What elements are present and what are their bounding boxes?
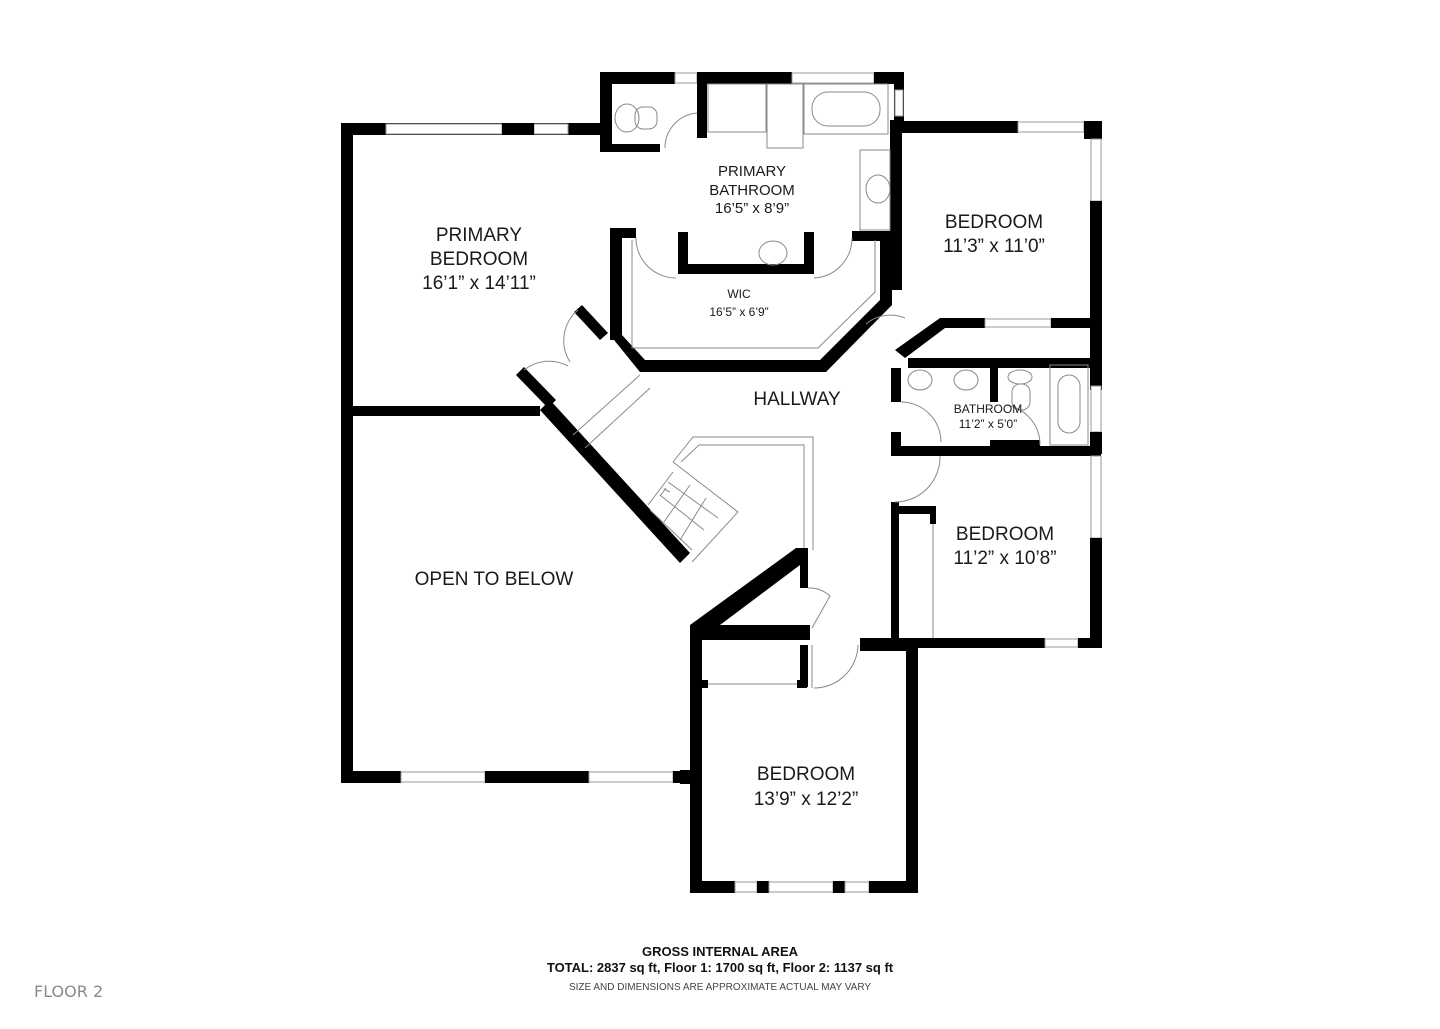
primary-bedroom-name-1: PRIMARY [436,225,523,246]
open-to-below-walls [341,771,693,783]
bedroom-s-walls [680,548,918,893]
bedroom-e-dims: 11’2” x 10’8” [953,548,1056,569]
hallway-name: HALLWAY [753,389,841,410]
wic-walls [610,228,892,372]
primary-bathroom-walls [600,72,904,290]
bedroom-s-dims: 13’9” x 12’2” [754,789,859,810]
gross-internal-area-total: TOTAL: 2837 sq ft, Floor 1: 1700 sq ft, … [546,960,894,975]
primary-bedroom-name-2: BEDROOM [430,249,528,270]
bedroom-e-name: BEDROOM [956,524,1054,545]
approximate-disclaimer: SIZE AND DIMENSIONS ARE APPROXIMATE ACTU… [568,982,872,993]
wic-name: WIC [727,287,751,301]
primary-bathroom-name-2: BATHROOM [709,182,795,199]
bedroom-e-walls [860,455,1102,648]
primary-bathroom-dims: 16’5” x 8’9” [715,200,789,217]
primary-bedroom-walls [341,123,606,783]
gross-internal-area-title: GROSS INTERNAL AREA [641,944,798,959]
bathroom-dims: 11’2” x 5’0” [959,417,1017,431]
bathroom-name: BATHROOM [954,402,1022,416]
bathroom-walls [891,350,1102,456]
floor-label: FLOOR 2 [34,982,104,1001]
primary-bedroom-dims: 16’1” x 14’11” [422,273,536,294]
open-to-below-name: OPEN TO BELOW [415,569,574,590]
wic-dims: 16’5” x 6’9” [709,305,768,319]
primary-bathroom-name-1: PRIMARY [718,163,786,180]
bedroom-s-name: BEDROOM [757,764,855,785]
bedroom-ne-dims: 11’3” x 11’0” [943,236,1045,257]
bedroom-ne-walls [865,121,1102,358]
bedroom-ne-name: BEDROOM [945,212,1043,233]
hallway-stairs [516,305,814,563]
